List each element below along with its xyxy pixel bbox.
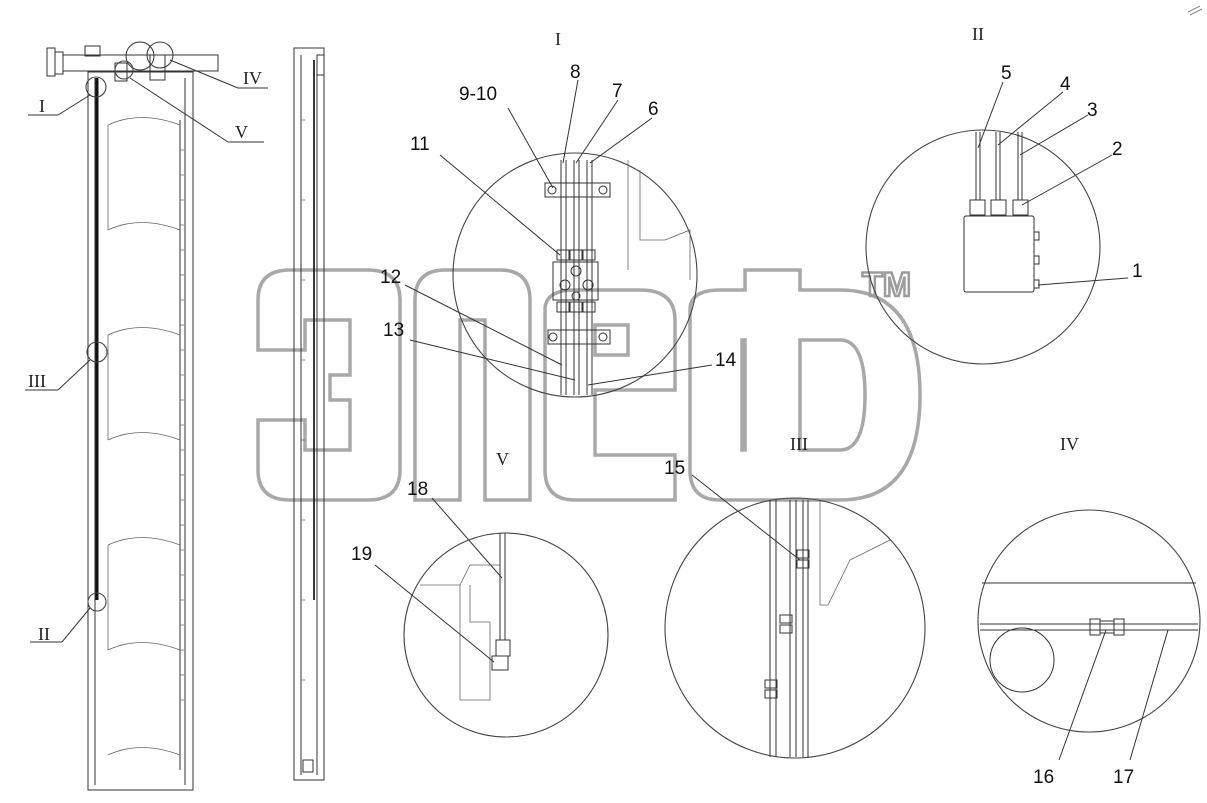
detail-view-V	[374, 497, 609, 738]
trademark-mark: TM	[862, 266, 911, 304]
position-9-10: 9-10	[459, 84, 497, 105]
position-2: 2	[1112, 139, 1123, 160]
view-label-I: I	[555, 29, 561, 49]
position-3: 3	[1087, 100, 1098, 121]
callout-III: III	[28, 371, 46, 391]
overview-front-view	[25, 41, 268, 791]
detail-view-IV	[977, 509, 1201, 761]
view-label-II: II	[972, 24, 984, 44]
overview-side-view	[293, 47, 325, 781]
position-5: 5	[1001, 63, 1012, 84]
position-14: 14	[715, 350, 737, 371]
position-13: 13	[383, 320, 404, 341]
position-19: 19	[351, 544, 372, 565]
position-17: 17	[1113, 767, 1134, 788]
detail-view-I	[404, 79, 713, 398]
view-label-IV: IV	[1060, 434, 1079, 454]
position-18: 18	[407, 479, 428, 500]
view-label-V: V	[496, 449, 509, 469]
position-4: 4	[1060, 74, 1071, 95]
position-6: 6	[648, 99, 659, 120]
position-8: 8	[570, 62, 581, 83]
watermark-logo: TM	[256, 265, 922, 502]
detail-view-II	[865, 81, 1129, 365]
callout-I: I	[39, 96, 45, 116]
callout-IV: IV	[243, 68, 262, 88]
position-1: 1	[1132, 261, 1143, 282]
position-11: 11	[410, 134, 430, 155]
position-12: 12	[380, 267, 401, 288]
callout-II: II	[38, 624, 50, 644]
view-label-III: III	[790, 434, 808, 454]
detail-view-III	[664, 474, 926, 759]
position-15: 15	[664, 458, 685, 479]
position-7: 7	[612, 81, 623, 102]
callout-V: V	[235, 122, 248, 142]
corner-mark	[1187, 5, 1203, 16]
position-16: 16	[1033, 767, 1054, 788]
